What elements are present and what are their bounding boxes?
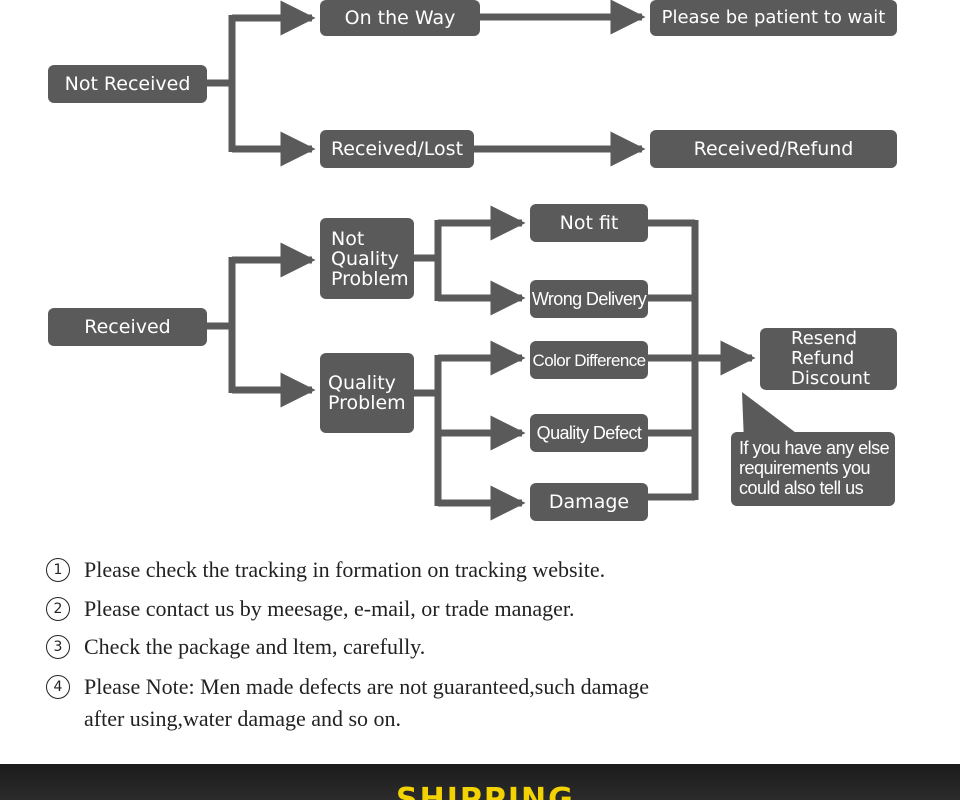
node-quality-defect: Quality Defect [530, 414, 648, 452]
node-resolution-label: Resend Refund Discount [791, 328, 871, 389]
node-received: Received [48, 308, 207, 346]
note-text-2: Please contact us by meesage, e-mail, or… [84, 596, 575, 621]
note-item-2: 2 Please contact us by meesage, e-mail, o… [46, 596, 575, 623]
node-color-difference-label: Color Difference [532, 350, 647, 370]
node-received-label: Received [84, 315, 171, 338]
note-text-4-continuation: after using,water damage and so on. [84, 706, 402, 731]
node-quality-defect-label: Quality Defect [536, 423, 642, 443]
note-item-1: 1 Please check the tracking in formation … [46, 557, 605, 584]
note-number-3: 3 [46, 634, 70, 659]
node-quality-problem-label: Quality Problem [328, 372, 406, 414]
note-item-3: 3 Check the package and ltem, carefully. [46, 634, 425, 661]
node-wrong-delivery-label: Wrong Delivery [531, 289, 647, 309]
node-received-refund: Received/Refund [650, 130, 897, 168]
node-not-quality-problem-label: Not Quality Problem [331, 227, 409, 290]
flowchart-connectors [207, 0, 808, 521]
callout-text: If you have any else requirements you co… [739, 438, 890, 498]
node-received-refund-label: Received/Refund [693, 137, 854, 160]
note-item-4: 4 Please Note: Men made defects are not g… [46, 674, 649, 701]
node-received-lost: Received/Lost [320, 130, 474, 168]
callout-box: If you have any else requirements you co… [731, 432, 895, 506]
node-not-received-label: Not Received [64, 72, 191, 95]
note-text-4: Please Note: Men made defects are not gu… [84, 674, 650, 699]
node-please-wait: Please be patient to wait [650, 0, 897, 36]
node-quality-problem: Quality Problem [320, 353, 414, 433]
node-not-quality-problem: Not Quality Problem [320, 218, 414, 299]
note-number-1: 1 [46, 557, 70, 582]
node-on-the-way: On the Way [320, 0, 480, 36]
node-not-fit-label: Not fit [559, 211, 619, 234]
node-not-fit: Not fit [530, 204, 648, 242]
node-color-difference: Color Difference [530, 341, 648, 379]
note-number-2: 2 [46, 596, 70, 621]
node-damage-label: Damage [548, 490, 630, 513]
node-received-lost-label: Received/Lost [330, 137, 464, 160]
node-wrong-delivery: Wrong Delivery [530, 280, 648, 318]
node-resolution: Resend Refund Discount [760, 328, 897, 390]
node-not-received: Not Received [48, 65, 207, 103]
node-on-the-way-label: On the Way [344, 6, 456, 29]
shipping-banner-title: SHIPPING [396, 782, 575, 800]
node-damage: Damage [530, 483, 648, 521]
note-text-3: Check the package and ltem, carefully. [84, 634, 426, 659]
callout-pointer [742, 392, 808, 442]
shipping-banner: SHIPPING [0, 764, 960, 800]
note-number-4: 4 [46, 674, 70, 699]
note-text-1: Please check the tracking in formation o… [84, 557, 606, 582]
node-please-wait-label: Please be patient to wait [661, 7, 886, 28]
